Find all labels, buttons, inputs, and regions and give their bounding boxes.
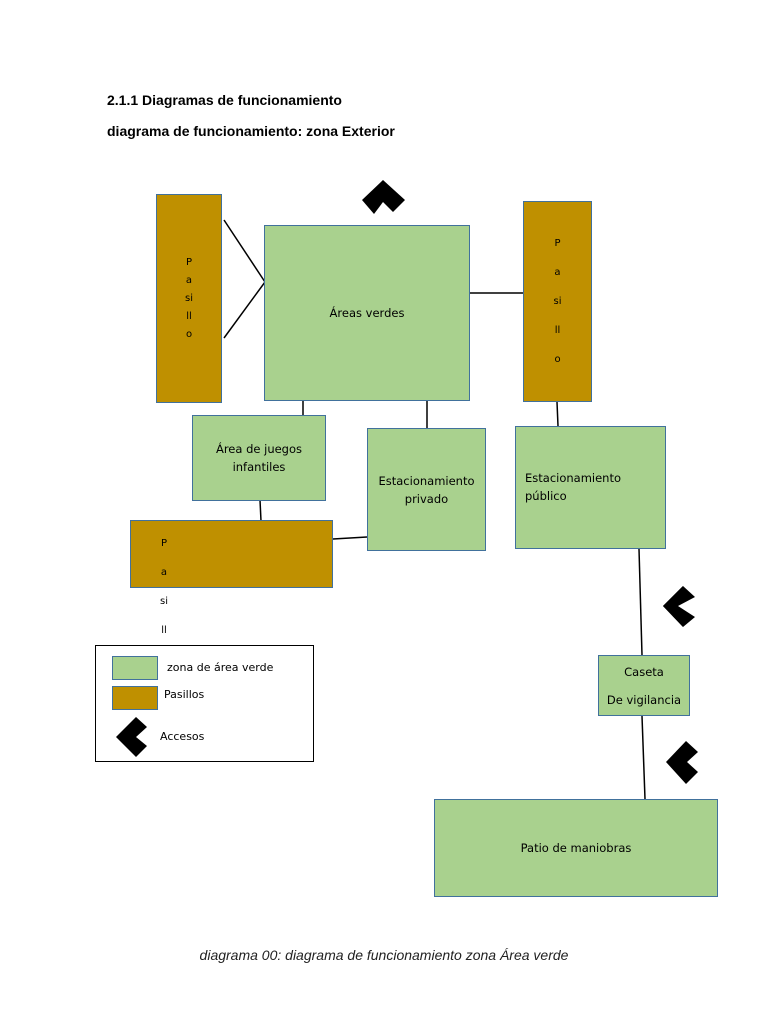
- pasillo-left-label: Pasillo: [185, 256, 193, 340]
- pasillo-bottom: Pasillo: [130, 520, 333, 665]
- legend-gold-swatch: [112, 686, 158, 710]
- node-estacionamiento-privado: Estacionamiento privado: [367, 428, 486, 551]
- node-estacionamiento-publico-label: Estacionamiento público: [525, 471, 622, 503]
- access-marker-patio-icon: [666, 741, 698, 784]
- pasillo-right-label: Pasillo: [553, 238, 562, 365]
- legend-green-swatch: [112, 656, 158, 680]
- legend-gold-label: Pasillos: [164, 688, 205, 701]
- node-estacionamiento-privado-label: Estacionamiento privado: [378, 473, 475, 506]
- legend-green-label: zona de área verde: [167, 661, 274, 674]
- diagram-caption: diagrama 00: diagrama de funcionamiento …: [199, 947, 569, 963]
- node-juegos-infantiles-label: Área de juegos infantiles: [215, 442, 303, 474]
- section-heading: 2.1.1 Diagramas de funcionamiento: [107, 92, 342, 108]
- diagram-subtitle: diagrama de funcionamiento: zona Exterio…: [107, 123, 395, 139]
- access-marker-top-icon: [362, 180, 405, 214]
- legend-access-label: Accesos: [160, 730, 205, 743]
- node-estacionamiento-publico: Estacionamiento público: [515, 426, 666, 549]
- node-juegos-infantiles: Área de juegos infantiles: [192, 415, 326, 501]
- pasillo-right: Pasillo: [523, 201, 592, 402]
- node-patio-maniobras-label: Patio de maniobras: [520, 841, 632, 855]
- node-caseta-label-2: De vigilancia: [606, 692, 682, 707]
- legend: zona de área verde Pasillos Accesos: [95, 645, 314, 762]
- node-areas-verdes: Áreas verdes: [264, 225, 470, 401]
- pasillo-left: Pasillo: [156, 194, 222, 403]
- node-areas-verdes-label: Áreas verdes: [329, 306, 405, 320]
- node-caseta-vigilancia: Caseta De vigilancia: [598, 655, 690, 716]
- legend-access-icon: [116, 717, 147, 757]
- node-patio-maniobras: Patio de maniobras: [434, 799, 718, 897]
- node-caseta-label-1: Caseta: [624, 664, 664, 679]
- access-marker-caseta-icon: [663, 586, 695, 627]
